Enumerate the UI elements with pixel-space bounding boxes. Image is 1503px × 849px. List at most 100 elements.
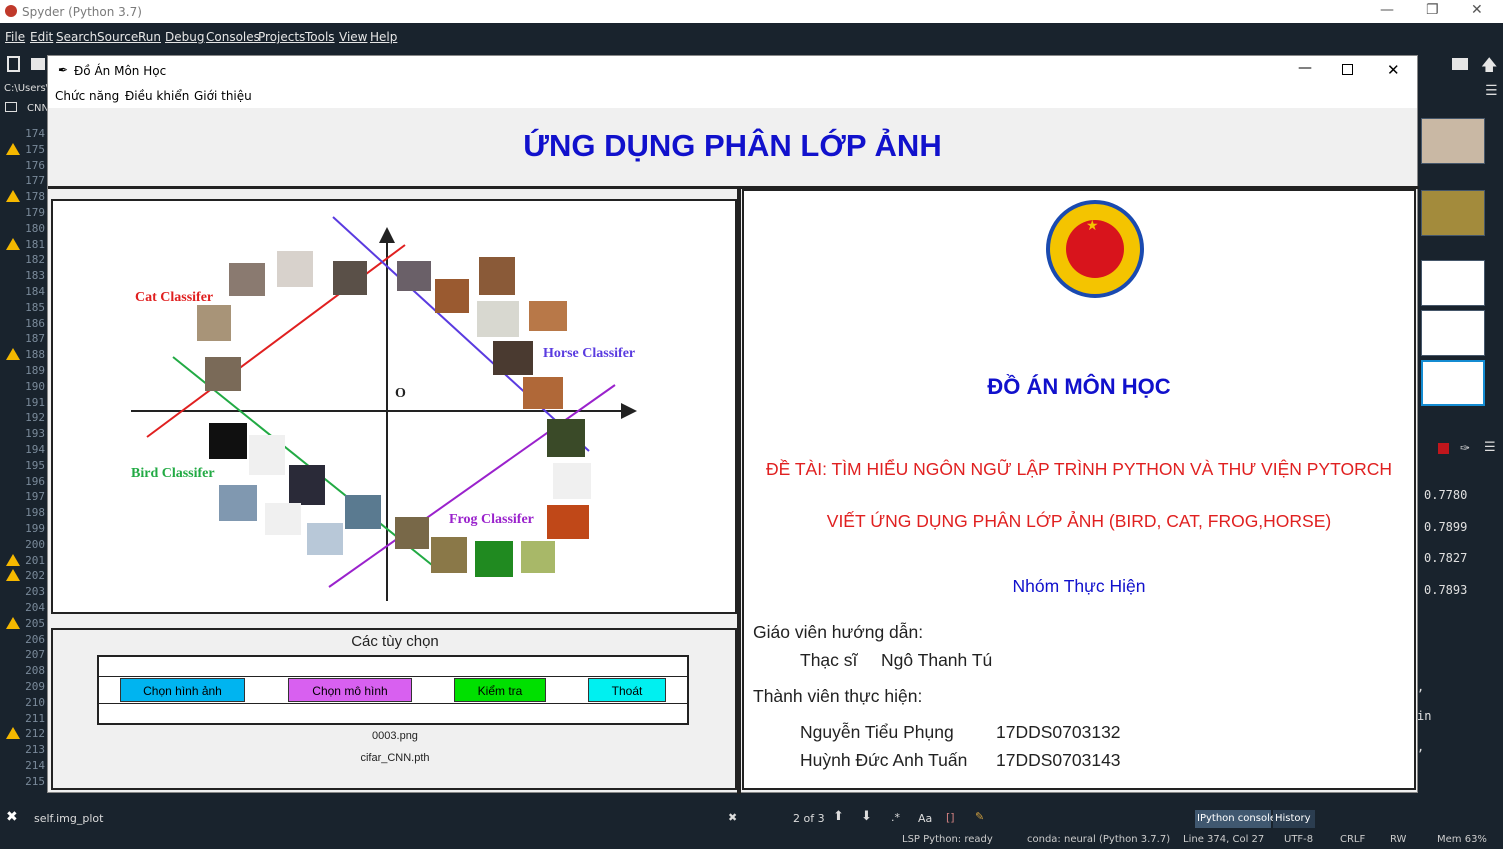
cat-image — [229, 263, 265, 296]
find-previous-icon[interactable]: ⬆ — [833, 809, 844, 824]
open-folder-icon[interactable] — [1452, 58, 1468, 70]
app-minimize-icon[interactable]: — — [1298, 60, 1312, 76]
plot-thumbnail[interactable] — [1421, 310, 1485, 356]
app-close-icon[interactable]: ✕ — [1387, 61, 1400, 79]
close-find-icon[interactable]: ✖ — [6, 809, 18, 825]
console-output[interactable]: 0.7780 0.7899 0.7827 0.7893 , in , — [1417, 455, 1503, 785]
menu-view[interactable]: View — [339, 30, 368, 44]
menu-gioi-thieu[interactable]: Giới thiệu — [194, 89, 252, 103]
regex-icon[interactable]: .* — [891, 811, 900, 824]
find-count: 2 of 3 — [793, 812, 825, 825]
console-toolbar: ✑ ☰ — [1430, 440, 1503, 458]
console-text: , — [1417, 680, 1425, 694]
console-menu-icon[interactable]: ☰ — [1484, 440, 1496, 455]
line-number: 211 — [25, 711, 45, 725]
plot-thumbnail[interactable] — [1421, 260, 1485, 306]
app-titlebar: ✒ Đồ Án Môn Học — ✕ — [48, 56, 1417, 86]
warning-icon[interactable] — [6, 348, 20, 361]
console-value: 0.7899 — [1424, 520, 1468, 534]
menu-consoles[interactable]: Consoles — [206, 30, 260, 44]
menu-file[interactable]: File — [5, 30, 26, 44]
warning-icon[interactable] — [6, 727, 20, 740]
console-value: 0.7893 — [1424, 583, 1468, 597]
diagram-frame: O Cat Classifer Horse Classifer Bird Cla… — [51, 199, 737, 614]
menu-run[interactable]: Run — [138, 30, 162, 44]
frog-image — [547, 419, 585, 457]
minimize-icon[interactable]: — — [1380, 2, 1394, 18]
warning-icon[interactable] — [6, 142, 20, 155]
eraser-icon[interactable]: ✑ — [1460, 441, 1471, 455]
menu-dieu-khien[interactable]: Điều khiển — [125, 89, 190, 103]
line-number: 184 — [25, 285, 45, 298]
menu-chuc-nang[interactable]: Chức năng — [55, 89, 120, 103]
plot-thumbnail[interactable] — [1421, 118, 1485, 164]
member-id: 17DDS0703143 — [996, 750, 1121, 770]
plot-thumbnail[interactable] — [1421, 190, 1485, 236]
line-number: 214 — [25, 759, 45, 772]
warning-icon[interactable] — [6, 237, 20, 250]
bird-image — [219, 485, 257, 521]
menu-tools[interactable]: Tools — [305, 30, 335, 44]
menu-projects[interactable]: Projects — [258, 30, 306, 44]
exit-button[interactable]: Thoát — [588, 678, 666, 702]
cat-image — [197, 305, 231, 341]
whole-word-icon[interactable]: [​] — [946, 811, 955, 824]
new-file-icon[interactable] — [7, 56, 20, 72]
choose-model-button[interactable]: Chọn mô hình — [288, 678, 412, 702]
line-number: 204 — [25, 601, 45, 614]
stop-icon[interactable] — [1438, 443, 1449, 454]
tab-ipython-console[interactable]: IPython console — [1195, 810, 1276, 828]
banner: ỨNG DỤNG PHÂN LỚP ẢNH — [48, 108, 1417, 186]
options-menu-icon[interactable]: ☰ — [1485, 83, 1498, 99]
horse-boundary — [332, 216, 590, 452]
memory-status: Mem 63% — [1437, 834, 1487, 845]
frog-image — [553, 463, 591, 499]
warning-icon[interactable] — [6, 569, 20, 582]
horse-label: Horse Classifer — [543, 346, 635, 361]
find-bar: ✖ self.img_plot ✖ 2 of 3 ⬆ ⬇ .* Aa [​] ✎ — [0, 806, 1000, 830]
bird-image — [209, 423, 247, 459]
line-number: 188 — [25, 348, 45, 362]
encoding-status: UTF-8 — [1284, 834, 1314, 845]
cat-image — [205, 357, 241, 391]
app-maximize-icon[interactable] — [1342, 64, 1353, 75]
bird-image — [289, 465, 325, 505]
horse-image — [397, 261, 431, 291]
tab-history[interactable]: History — [1273, 810, 1315, 828]
horse-image — [477, 301, 519, 337]
warning-icon[interactable] — [6, 190, 20, 203]
plot-thumbnail-selected[interactable] — [1421, 360, 1485, 406]
bird-label: Bird Classifer — [131, 466, 215, 481]
origin-label: O — [395, 386, 406, 401]
line-number: 215 — [25, 774, 45, 788]
bird-image — [249, 435, 285, 475]
line-number: 199 — [25, 522, 45, 535]
menu-help[interactable]: Help — [370, 30, 398, 44]
open-file-icon[interactable] — [31, 58, 45, 70]
menu-search[interactable]: Search — [56, 30, 98, 44]
line-number: 174 — [25, 127, 45, 140]
line-number: 181 — [25, 237, 45, 251]
menu-source[interactable]: Source — [97, 30, 139, 44]
clear-find-icon[interactable]: ✖ — [728, 811, 738, 824]
console-value: 0.7780 — [1424, 488, 1468, 502]
case-sensitive-toggle[interactable]: Aa — [918, 812, 933, 825]
warning-icon[interactable] — [6, 616, 20, 629]
menu-edit[interactable]: Edit — [30, 30, 54, 44]
maximize-icon[interactable]: ❐ — [1426, 2, 1439, 18]
warning-icon[interactable] — [6, 553, 20, 566]
bird-boundary — [172, 356, 438, 570]
menu-debug[interactable]: Debug — [165, 30, 205, 44]
find-input[interactable]: self.img_plot — [34, 812, 104, 825]
editor-tab[interactable]: CNN — [27, 103, 49, 114]
highlight-icon[interactable]: ✎ — [975, 810, 985, 823]
test-button[interactable]: Kiểm tra — [454, 678, 546, 702]
parent-dir-icon[interactable]: 🡅 — [1481, 55, 1498, 74]
frog-images — [395, 419, 591, 577]
line-number: 203 — [25, 585, 45, 599]
close-icon[interactable]: ✕ — [1471, 2, 1483, 18]
find-next-icon[interactable]: ⬇ — [861, 809, 872, 824]
editor-tab-icon[interactable] — [5, 102, 17, 112]
choose-image-button[interactable]: Chọn hình ảnh — [120, 678, 245, 702]
